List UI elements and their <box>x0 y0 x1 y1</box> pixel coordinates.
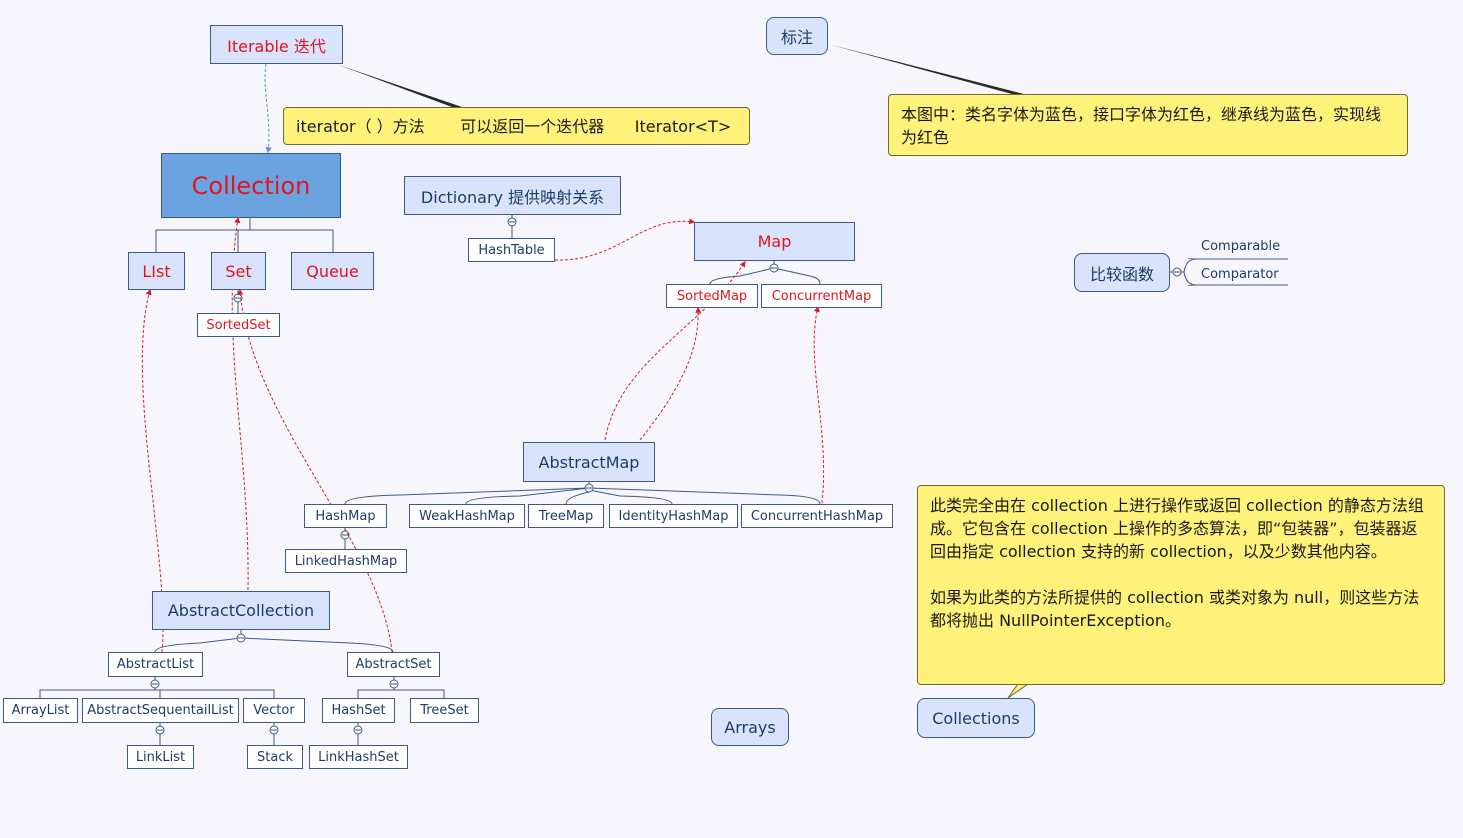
abstractlist-node[interactable]: AbstractList <box>108 652 203 677</box>
collections-node[interactable]: Collections <box>917 698 1035 738</box>
callout-tails <box>336 44 1030 699</box>
arrays-node[interactable]: Arrays <box>711 708 789 746</box>
treeset-node[interactable]: TreeSet <box>410 698 479 723</box>
linkhashset-node[interactable]: LinkHashSet <box>309 745 408 769</box>
collection-node[interactable]: Collection <box>161 153 341 218</box>
iterator-note[interactable]: iterator（ ）方法 可以返回一个迭代器 Iterator<T> <box>283 107 750 145</box>
legend-title[interactable]: 标注 <box>766 17 828 55</box>
arraylist-node[interactable]: ArrayList <box>3 698 78 723</box>
compare-root-node[interactable]: 比较函数 <box>1074 253 1170 292</box>
queue-node[interactable]: Queue <box>291 252 374 290</box>
map-node[interactable]: Map <box>694 222 855 261</box>
concurrenthashmap-node[interactable]: ConcurrentHashMap <box>741 504 893 528</box>
stack-node[interactable]: Stack <box>247 745 303 769</box>
sortedset-node[interactable]: SortedSet <box>197 313 280 337</box>
weakhashmap-node[interactable]: WeakHashMap <box>409 504 525 528</box>
collections-note-paragraph-1: 此类完全由在 collection 上进行操作或返回 collection 的静… <box>930 496 1424 561</box>
linklist-node[interactable]: LinkList <box>127 745 194 769</box>
hashtable-node[interactable]: HashTable <box>468 238 555 262</box>
collections-note[interactable]: 此类完全由在 collection 上进行操作或返回 collection 的静… <box>917 485 1445 685</box>
collections-note-paragraph-2: 如果为此类的方法所提供的 collection 或类对象为 null，则这些方法… <box>930 588 1420 630</box>
iterable-link <box>264 63 272 154</box>
abstractmap-node[interactable]: AbstractMap <box>523 442 655 482</box>
collapse-markers <box>150 217 1182 735</box>
comparator-node[interactable]: Comparator <box>1201 267 1279 282</box>
linkedhashmap-node[interactable]: LinkedHashMap <box>285 549 407 573</box>
vector-node[interactable]: Vector <box>243 698 305 723</box>
hashmap-node[interactable]: HashMap <box>304 504 387 528</box>
concurrentmap-node[interactable]: ConcurrentMap <box>761 284 882 308</box>
dictionary-node[interactable]: Dictionary 提供映射关系 <box>404 176 621 215</box>
legend-note[interactable]: 本图中：类名字体为蓝色，接口字体为红色，继承线为蓝色，实现线为红色 <box>888 94 1408 156</box>
list-node[interactable]: LIst <box>128 252 185 290</box>
sortedmap-node[interactable]: SortedMap <box>666 284 758 308</box>
abstractsequentiallist-node[interactable]: AbstractSequentailList <box>82 698 239 723</box>
hashset-node[interactable]: HashSet <box>322 698 395 723</box>
abstractset-node[interactable]: AbstractSet <box>347 652 440 677</box>
comparable-node[interactable]: Comparable <box>1201 239 1281 254</box>
abstractcollection-node[interactable]: AbstractCollection <box>152 591 330 630</box>
treemap-node[interactable]: TreeMap <box>528 504 604 528</box>
set-node[interactable]: Set <box>211 252 266 290</box>
identityhashmap-node[interactable]: IdentityHashMap <box>609 504 738 528</box>
iterable-node[interactable]: Iterable 迭代 <box>210 25 343 64</box>
